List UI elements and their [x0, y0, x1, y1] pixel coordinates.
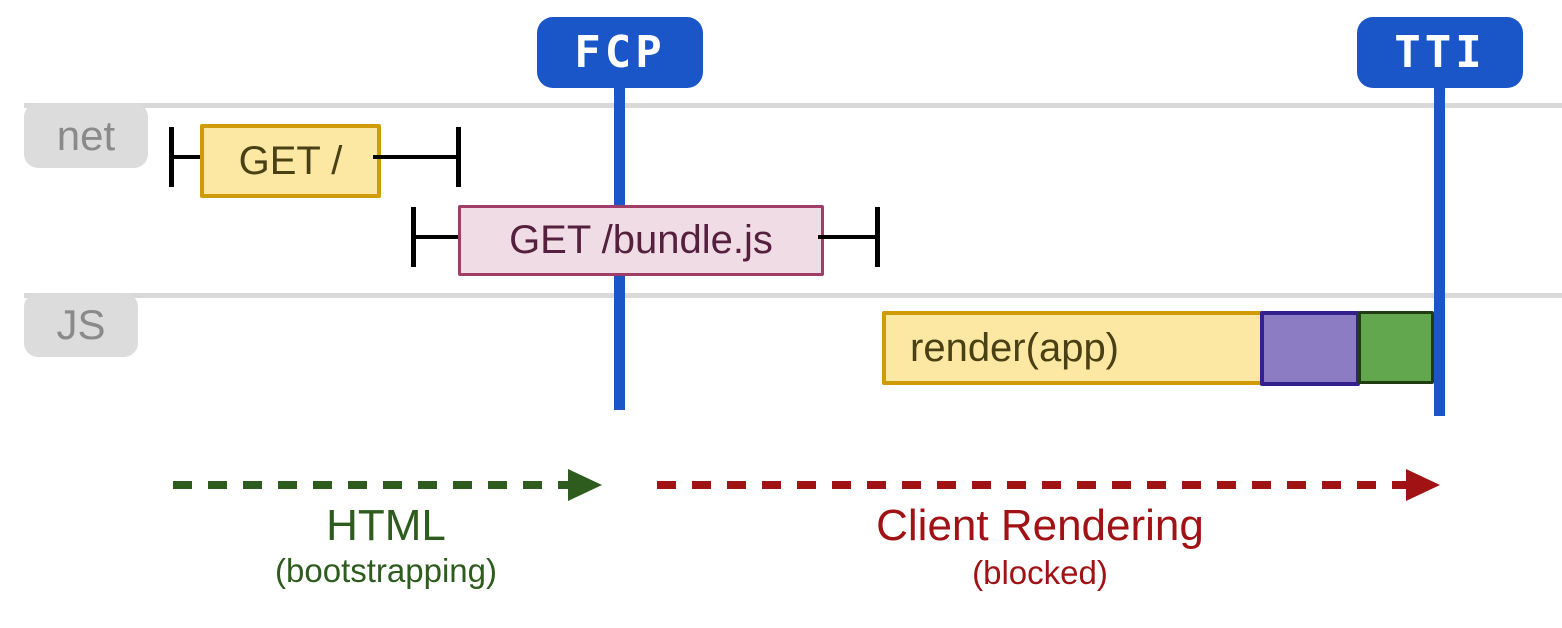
- net-lane-line: [24, 103, 1562, 108]
- tti-marker-line: [1434, 88, 1445, 416]
- get-bundle-end-tick: [875, 207, 880, 267]
- client-rendering-phase-subtitle: (blocked): [972, 554, 1108, 591]
- get-bundle-start-connector: [416, 235, 458, 239]
- client-rendering-phase-title: Client Rendering: [876, 501, 1204, 550]
- client-rendering-phase-arrow: [657, 469, 1440, 501]
- get-root-request-label: GET /: [238, 138, 343, 183]
- fcp-badge: FCP: [537, 17, 703, 88]
- html-phase-arrow: [173, 469, 602, 501]
- js-lane-label: JS: [24, 293, 138, 357]
- tti-badge: TTI: [1357, 17, 1523, 88]
- get-bundle-end-connector: [818, 235, 875, 239]
- get-root-start-tick: [169, 127, 174, 187]
- net-lane-label: net: [24, 103, 148, 168]
- get-bundle-start-tick: [411, 207, 416, 267]
- get-bundle-request-label: GET /bundle.js: [509, 218, 773, 262]
- js-task-green-box: [1358, 311, 1434, 384]
- render-app-task-label: render(app): [910, 325, 1120, 370]
- html-phase-subtitle: (bootstrapping): [275, 552, 497, 589]
- get-root-start-connector: [174, 155, 200, 159]
- js-lane-line: [24, 293, 1562, 298]
- html-phase-title: HTML: [326, 501, 446, 550]
- js-task-purple-box: [1260, 311, 1360, 386]
- get-root-end-tick: [456, 127, 461, 187]
- get-root-end-connector: [373, 155, 456, 159]
- get-bundle-request-box: GET /bundle.js: [458, 205, 824, 276]
- get-root-request-box: GET /: [200, 124, 381, 198]
- render-app-task-box: render(app): [882, 311, 1285, 385]
